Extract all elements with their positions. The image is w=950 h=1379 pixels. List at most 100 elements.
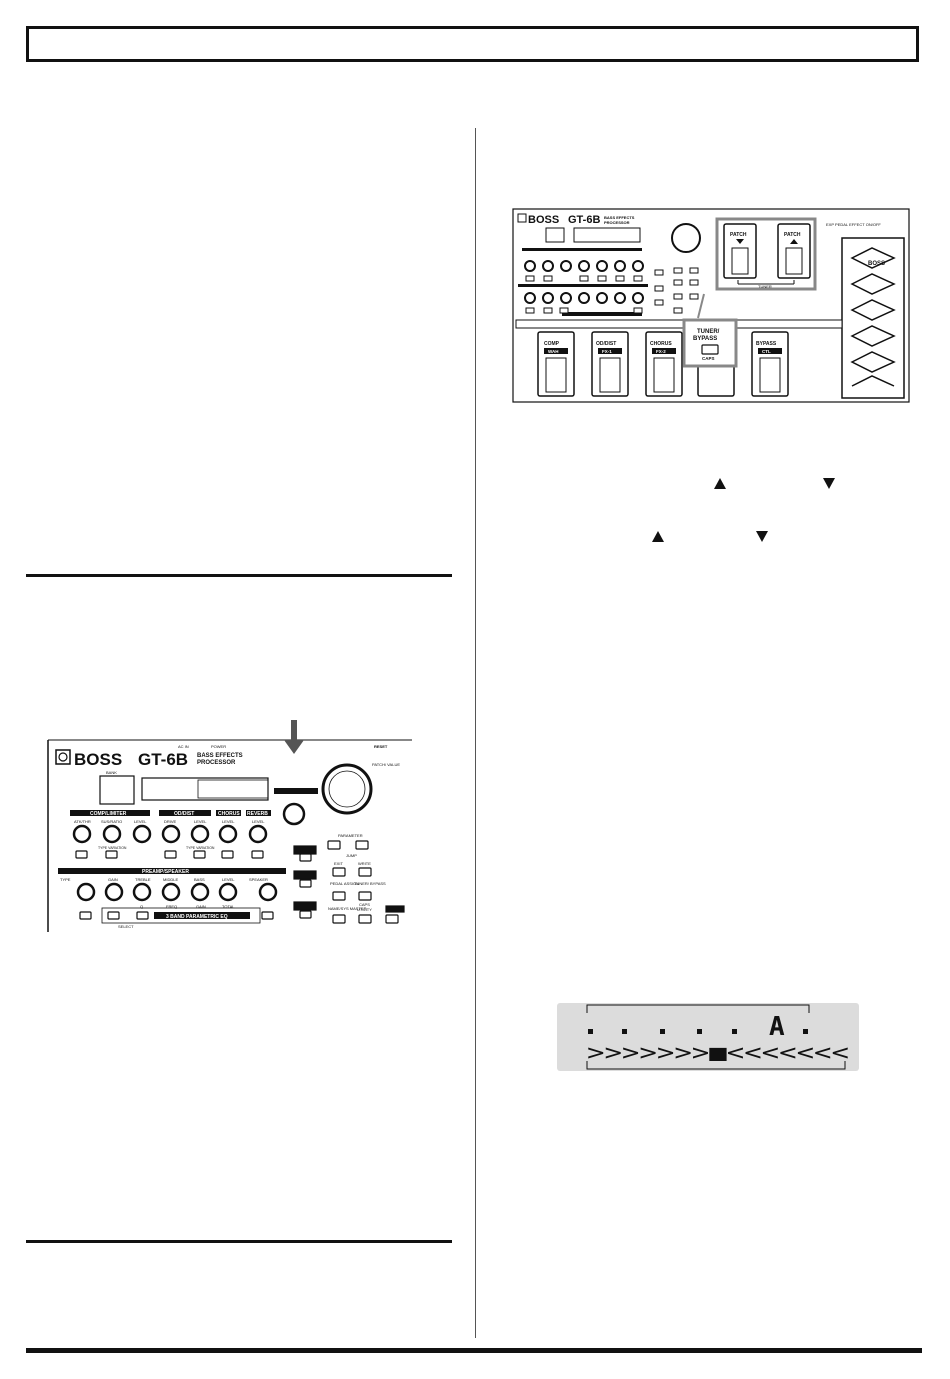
select-label: SELECT [118, 924, 134, 929]
fx1-tag [293, 870, 317, 880]
subtitle-line2: PROCESSOR [197, 760, 236, 766]
up-triangle-icon-2 [652, 531, 664, 542]
btn-select-2[interactable] [136, 911, 149, 920]
knob-drive[interactable] [161, 824, 181, 844]
floor-panel-figure: BOSS GT-6B BASS EFFECTS PROCESSOR [512, 208, 910, 403]
btn-select-1[interactable] [107, 911, 120, 920]
pedal-label-bypass: BYPASS [756, 341, 777, 347]
btn-pedal-assign[interactable] [332, 891, 346, 901]
pedal-assign-label: PEDAL ASSIGN [330, 881, 359, 886]
knob-speaker[interactable] [258, 882, 278, 902]
btn-param-left[interactable] [327, 840, 341, 850]
knob-level[interactable] [218, 882, 238, 902]
knob-bass[interactable] [190, 882, 210, 902]
column-divider [475, 128, 476, 1338]
top-panel-figure: BOSS GT-6B BASS EFFECTS PROCESSOR AC IN … [46, 720, 412, 932]
knob-od-level[interactable] [190, 824, 210, 844]
btn-utility[interactable] [358, 914, 372, 924]
btn-comp-type[interactable] [105, 850, 118, 859]
pedal-sub-wah: WAH [548, 349, 559, 354]
section-rule-1 [26, 574, 452, 577]
btn-exit[interactable] [332, 867, 346, 877]
patch-value-dial[interactable] [321, 763, 373, 815]
pedal-sub-fx1: FX-1 [602, 349, 612, 354]
callout-button[interactable] [701, 344, 719, 355]
pedal-label-comp: COMP [544, 341, 560, 347]
btn-od-onoff[interactable] [164, 850, 177, 859]
btn-comp-onoff[interactable] [75, 850, 88, 859]
btn-preamp-onoff[interactable] [79, 911, 92, 920]
footer-rule [26, 1348, 922, 1353]
preamp-label-level: LEVEL [222, 877, 235, 882]
knob-reverb-level[interactable] [248, 824, 268, 844]
exp-pedal-label: EXP PEDAL EFFECT ON/OFF [826, 222, 881, 227]
btn-tuner-bypass[interactable] [358, 891, 372, 901]
exp-pedal-brand: BOSS [868, 261, 885, 267]
knob-gain[interactable] [104, 882, 124, 902]
btn-speaker[interactable] [261, 911, 274, 920]
parameter-small-knob[interactable] [282, 802, 306, 826]
preamp-label-middle: MIDDLE [163, 877, 178, 882]
knob-sus[interactable] [102, 824, 122, 844]
floor-model-text: GT-6B [568, 214, 600, 226]
tuner-bypass-label: TUNER/ BYPASS [354, 881, 386, 886]
down-triangle-icon-2 [756, 531, 768, 542]
fx2-tag [293, 901, 317, 911]
knob-label-1: ATK/THR [74, 819, 91, 824]
btn-od-type[interactable] [193, 850, 206, 859]
gain-label: GAIN [196, 904, 206, 909]
reset-label: RESET [374, 744, 388, 749]
subtitle-line1: BASS EFFECTS [197, 753, 243, 759]
knob-atk[interactable] [72, 824, 92, 844]
btn-reverb-onoff[interactable] [251, 850, 264, 859]
preamp-label-bass: BASS [194, 877, 205, 882]
btn-amp[interactable] [385, 914, 399, 924]
up-triangle-icon [714, 478, 726, 489]
floor-brand-text: BOSS [528, 214, 559, 226]
preamp-bar-label: PREAMP/SPEAKER [142, 869, 189, 875]
main-display [141, 777, 269, 801]
exit-label: EXIT [334, 861, 343, 866]
patch-value-label: PATCH/ VALUE [372, 762, 400, 767]
btn-fx1[interactable] [299, 879, 312, 888]
knob-label-3: LEVEL [134, 819, 147, 824]
type-variation-1: TYPE VARIATION [98, 846, 127, 850]
patch-down-label: PATCH [730, 232, 747, 238]
lcd-meter: >>>>>>>■<<<<<<< [587, 1041, 849, 1066]
caps-label: CAPS [359, 902, 370, 907]
section-reverb: REVERB [247, 811, 268, 817]
brand-logo-text: BOSS [74, 750, 122, 769]
knob-middle[interactable] [161, 882, 181, 902]
knob-treble[interactable] [132, 882, 152, 902]
type-variation-2: TYPE VARIATION [186, 846, 215, 850]
btn-fx2[interactable] [299, 910, 312, 919]
page-header-box [26, 26, 919, 62]
pedal-label-od: OD/DIST [596, 341, 616, 347]
btn-param-right[interactable] [355, 840, 369, 850]
knob-label-2: SUS/RATIO [101, 819, 122, 824]
q-label: Q [140, 904, 143, 909]
section-od: OD/DIST [174, 811, 194, 817]
knob-chorus-level[interactable] [218, 824, 238, 844]
knob-label-7: LEVEL [252, 819, 265, 824]
bank-display [99, 775, 135, 805]
model-logo-text: GT-6B [138, 750, 188, 769]
btn-wah[interactable] [299, 853, 312, 862]
floor-subtitle-1: BASS EFFECTS [604, 215, 635, 220]
power-label: POWER [211, 744, 226, 749]
preamp-label-treble: TREBLE [135, 877, 151, 882]
name-label: NAME/SYS MASTER [328, 906, 367, 911]
parameter-label: PARAMETER [338, 833, 363, 838]
callout-caps: CAPS [702, 356, 715, 361]
utility-label: UTILITY [357, 907, 372, 912]
pedal-label-chorus: CHORUS [650, 341, 672, 347]
btn-chorus-onoff[interactable] [221, 850, 234, 859]
knob-comp-level[interactable] [132, 824, 152, 844]
btn-write[interactable] [358, 867, 372, 877]
section-chorus: CHORUS [218, 811, 240, 817]
btn-name[interactable] [332, 914, 346, 924]
knob-preamp-type[interactable] [76, 882, 96, 902]
preamp-type-label: TYPE [60, 877, 71, 882]
preamp-label-gain: GAIN [108, 877, 118, 882]
lcd-note: A [769, 1012, 785, 1042]
